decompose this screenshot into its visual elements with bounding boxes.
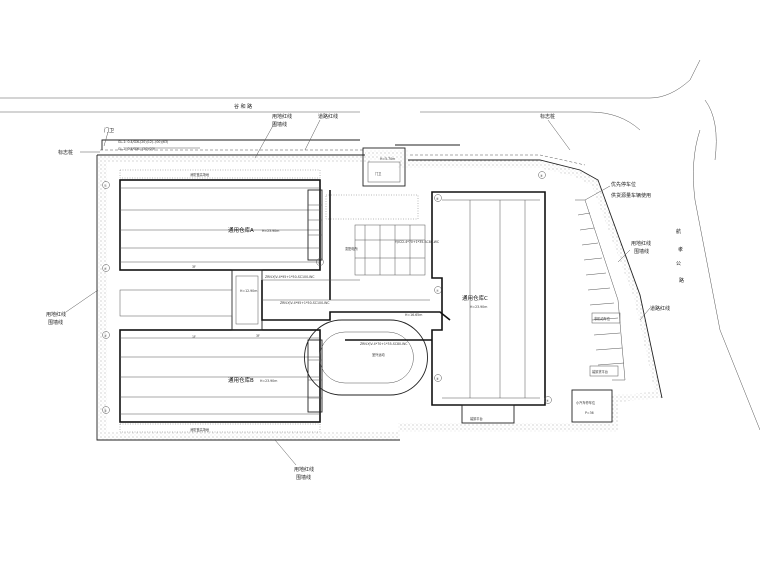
building-a-label: 通用仓库A — [228, 226, 254, 234]
axis-3: ③ — [104, 334, 107, 338]
fire-lanes: 消防登高场地 消防登高场地 — [119, 169, 321, 433]
height-mid2: H=12.90m — [240, 289, 257, 293]
axis-7: ⑦ — [436, 289, 439, 293]
level-3f-a: 3F — [192, 265, 196, 269]
pipe-label-2: ZRN-YJV-4*95+1*50-SC100-WC — [280, 301, 330, 305]
level-3f-b: 3F — [256, 334, 260, 338]
right-road-name-3: 公 — [676, 261, 681, 267]
right-road-name-1: 航 — [676, 228, 681, 235]
height-mid: H=16.65m — [405, 313, 422, 317]
top-annotation-2: GL-2: 0.4/GXL..(20)(23) — [118, 147, 155, 151]
site-boundary — [96, 149, 663, 441]
building-c: 通用仓库C H=23.90m 装卸平台 — [431, 191, 546, 424]
building-b-height: H=23.90m — [260, 379, 277, 383]
axis-4: ④ — [104, 409, 107, 413]
building-c-height: H=23.90m — [470, 305, 487, 309]
marker-pole-right: 标志桩 — [540, 113, 555, 120]
land-boundary-left-1: 用地红线 — [46, 311, 66, 318]
land-boundary-left-2: 围墙线 — [48, 319, 63, 326]
building-b-label: 通用仓库B — [228, 376, 254, 384]
middle-parking: 变配电所 H=5.70m — [325, 157, 426, 276]
pipe-label-3: ZRN-YJV-4*70+1*35-SC80-WC — [360, 342, 408, 346]
axis-markers: ① ② ③ ④ ⑤ ⑥ ⑦ ⑧ ⑨ ⑩ — [102, 171, 552, 414]
loading-dock-label: 装卸平台 — [470, 416, 483, 421]
axis-9: ⑨ — [546, 399, 549, 403]
priority-parking: 优先停车位 — [611, 181, 636, 188]
axis-5: ⑤ — [540, 174, 543, 178]
nonmotor-parking-label: 非机动车位 — [594, 316, 611, 321]
right-parking: 非机动车位 装卸货平台 小汽车停车位 P=36 — [571, 199, 626, 423]
right-road-name-4: 路 — [679, 277, 684, 284]
outdoor-track: 室外运动 H=16.65m — [304, 313, 428, 396]
gate-house-label: 门卫 — [375, 171, 382, 176]
land-boundary-right-2: 围墙线 — [634, 248, 649, 255]
axis-6: ⑥ — [436, 197, 439, 201]
top-road-name: 谷 和 路 — [234, 103, 252, 110]
fire-lane-bottom-label: 消防登高场地 — [190, 427, 210, 432]
cable-routes: GL-1: 0.4/GXL(20)(12)..(00)(63) GL-2: 0.… — [101, 139, 460, 346]
right-road-name-2: 孝 — [678, 247, 683, 253]
land-boundary-top-2: 围墙线 — [272, 121, 287, 128]
road-red-line-right: 道路红线 — [650, 305, 670, 312]
building-b: 通用仓库B H=23.90m — [119, 329, 323, 423]
height-top: H=5.70m — [380, 157, 395, 161]
building-c-label: 通用仓库C — [462, 294, 488, 302]
top-annotation-1: GL-1: 0.4/GXL(20)(12)..(00)(63) — [118, 140, 168, 144]
axis-1: ① — [104, 184, 107, 188]
gate-house: 门卫 — [362, 147, 406, 187]
road-red-line-top: 道路红线 — [318, 113, 338, 120]
land-boundary-bottom-2: 围墙线 — [296, 474, 311, 481]
building-a-grid — [120, 209, 320, 249]
outdoor-sports-label: 室外运动 — [372, 352, 385, 357]
gate-guard: 门卫 — [104, 127, 114, 134]
axis-10: ⑩ — [318, 261, 321, 265]
priority-parking-note: 供货源量车辆使用 — [611, 192, 651, 199]
building-a: 通用仓库A H=23.90m — [119, 179, 323, 271]
top-road: 谷 和 路 — [0, 97, 650, 131]
fire-lane-top-label: 消防登高场地 — [190, 172, 210, 177]
pipe-label-1: ZRN-YJV-4*95+1*50-SC100-WC — [265, 275, 315, 279]
right-road: 航 孝 公 路 — [649, 59, 760, 431]
small-parking-label: 小汽车停车位 — [576, 400, 596, 405]
land-boundary-right-1: 用地红线 — [631, 240, 651, 247]
level-1f: 1F — [192, 335, 196, 339]
marker-pole-left: 标志桩 — [58, 149, 73, 156]
pipe-label-4: YJV22-4*70+1*35-SC80-WC — [395, 240, 440, 244]
axis-8: ⑧ — [436, 377, 439, 381]
land-boundary-top-1: 用地红线 — [272, 113, 292, 120]
warehouse-loading-label: 装卸货平台 — [592, 369, 608, 374]
land-boundary-bottom-1: 用地红线 — [294, 466, 314, 473]
axis-2: ② — [104, 267, 107, 271]
leader-labels: 用地红线 围墙线 道路红线 门卫 标志桩 用地红线 围墙线 标志桩 优先停车位 … — [46, 113, 670, 481]
small-parking-count: P=36 — [585, 411, 594, 415]
building-a-height: H=23.90m — [262, 229, 279, 233]
substation-label: 变配电所 — [345, 246, 359, 251]
